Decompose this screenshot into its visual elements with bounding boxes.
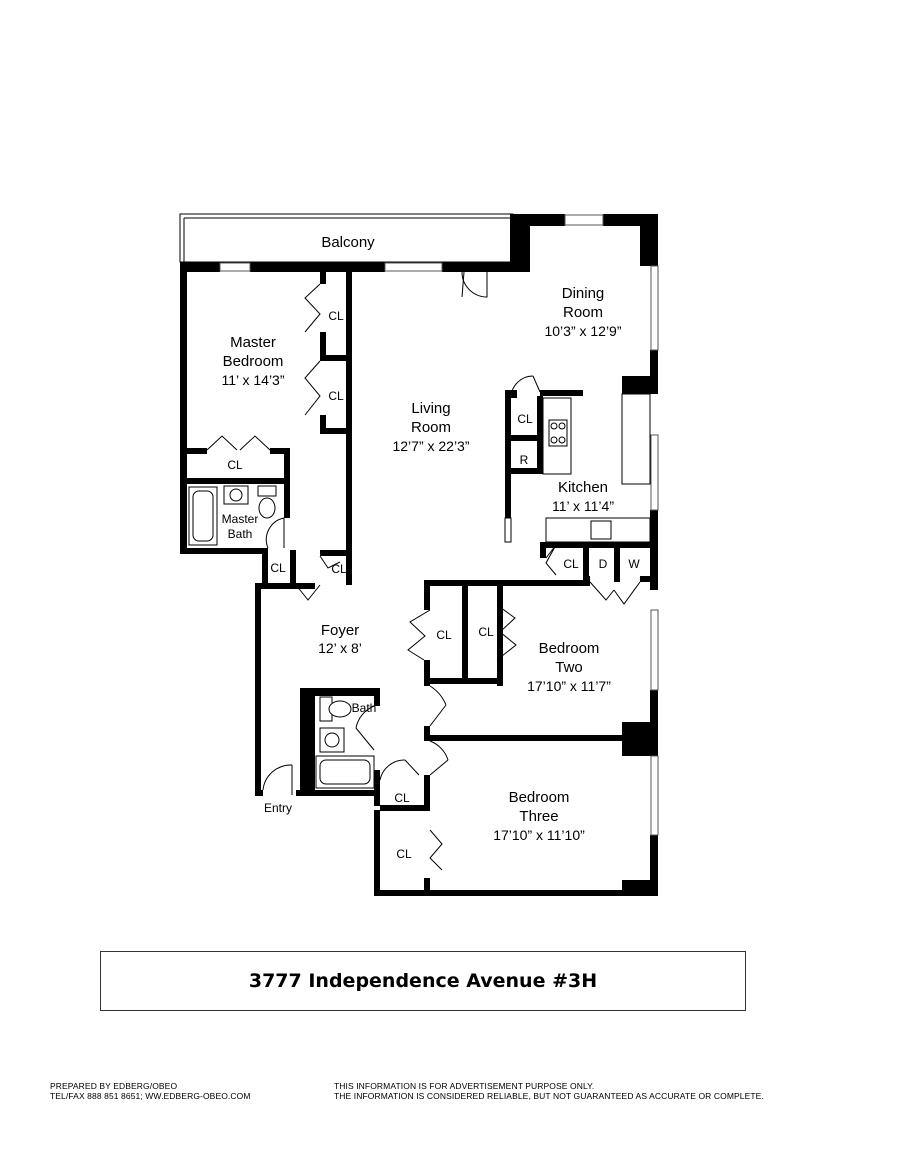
foyer-label: Foyer <box>321 622 359 639</box>
interior-walls <box>187 262 658 896</box>
room-labels: Balcony Dining Room 10’3” x 12’9” Master… <box>221 234 621 843</box>
bedroom-three-dims: 17’10” x 11’10” <box>493 827 585 843</box>
floor-plan: Balcony Dining Room 10’3” x 12’9” Master… <box>179 213 659 896</box>
bedroom-two-dims: 17’10” x 11’7” <box>527 678 611 694</box>
master-bath-label-line2: Bath <box>228 527 253 541</box>
closet-labels: CL CL CL CL CL CL CL CL CL CL CL R D W <box>227 309 640 861</box>
footer-preparer-line2: TEL/FAX 888 851 8651; WW.EDBERG-OBEO.COM <box>50 1091 251 1101</box>
living-room-dims: 12’7” x 22’3” <box>392 438 469 454</box>
dryer-label: D <box>599 557 608 571</box>
kitchen-fixtures <box>542 393 651 543</box>
closet-label: CL <box>517 412 533 426</box>
dining-room-label-line2: Room <box>563 304 603 321</box>
footer-preparer: PREPARED BY EDBERG/OBEO TEL/FAX 888 851 … <box>50 1081 251 1101</box>
closet-label: CL <box>227 458 243 472</box>
closet-label: CL <box>563 557 579 571</box>
living-room-label-line1: Living <box>411 400 450 417</box>
bath-fixtures <box>188 485 375 789</box>
entry-label: Entry <box>264 801 292 815</box>
windows <box>219 214 659 836</box>
closet-label: CL <box>331 562 347 576</box>
kitchen-label: Kitchen <box>558 479 608 496</box>
master-bedroom-label-line1: Master <box>230 334 276 351</box>
master-bath-label-line1: Master <box>222 512 259 526</box>
foyer-dims: 12’ x 8’ <box>318 640 362 656</box>
washer-label: W <box>628 557 640 571</box>
footer-disclaimer: THIS INFORMATION IS FOR ADVERTISEMENT PU… <box>334 1081 764 1101</box>
bath-label: Bath <box>352 701 377 715</box>
address-box: 3777 Independence Avenue #3H <box>100 951 746 1011</box>
closet-label: CL <box>394 791 410 805</box>
bedroom-three-label-line2: Three <box>519 808 558 825</box>
dining-room-dims: 10’3” x 12’9” <box>544 323 621 339</box>
footer-disclaimer-line2: THE INFORMATION IS CONSIDERED RELIABLE, … <box>334 1091 764 1101</box>
closet-label: CL <box>396 847 412 861</box>
closet-label: CL <box>436 628 452 642</box>
doors <box>206 271 641 871</box>
balcony-label: Balcony <box>321 234 375 251</box>
footer-preparer-line1: PREPARED BY EDBERG/OBEO <box>50 1081 178 1091</box>
kitchen-dims: 11’ x 11’4” <box>552 498 614 514</box>
master-bedroom-dims: 11’ x 14’3” <box>221 372 284 388</box>
master-bedroom-label-line2: Bedroom <box>223 353 284 370</box>
closet-label: CL <box>328 309 344 323</box>
property-address: 3777 Independence Avenue #3H <box>248 970 598 992</box>
footer-disclaimer-line1: THIS INFORMATION IS FOR ADVERTISEMENT PU… <box>334 1081 595 1091</box>
closet-label: CL <box>270 561 286 575</box>
bedroom-three-label-line1: Bedroom <box>509 789 570 806</box>
closet-label: CL <box>478 625 494 639</box>
bedroom-two-label-line1: Bedroom <box>539 640 600 657</box>
dining-room-label-line1: Dining <box>562 285 605 302</box>
refrigerator-label: R <box>520 453 529 467</box>
bedroom-two-label-line2: Two <box>555 659 583 676</box>
living-room-label-line2: Room <box>411 419 451 436</box>
closet-label: CL <box>328 389 344 403</box>
